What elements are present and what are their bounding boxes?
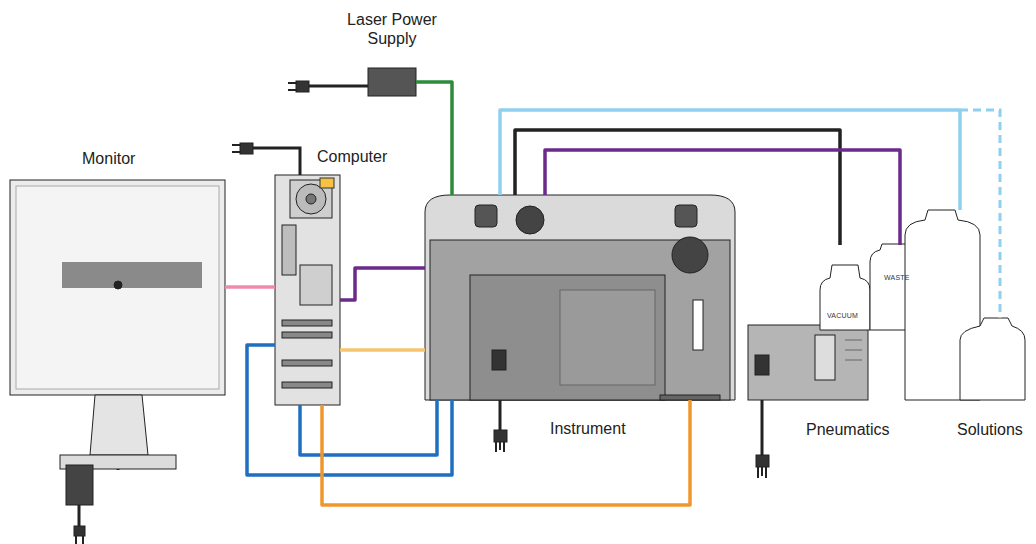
dashed-tube [960, 110, 1000, 318]
bottle-label: WASTE [884, 274, 910, 281]
monitor-box: Monitor [10, 180, 225, 395]
pneumatics-drawing [748, 244, 930, 400]
device-label: Computer [317, 147, 387, 166]
bottle-label: VACUUM [827, 312, 858, 319]
cable [515, 130, 840, 245]
cable [340, 268, 425, 300]
device-label: Laser Power Supply [342, 10, 442, 48]
cable [416, 82, 452, 195]
cable [322, 400, 690, 505]
device-label: Instrument [550, 419, 626, 438]
device-label: Solutions [957, 420, 1023, 439]
laser-supply-drawing [368, 68, 416, 96]
instrument-drawing [425, 195, 735, 400]
solutions-drawing [905, 210, 1025, 400]
cable [225, 285, 275, 289]
device-label: Monitor [82, 149, 135, 168]
monitor-drawing [10, 180, 225, 505]
computer-drawing [275, 175, 340, 405]
power-supply-box: Laser Power Supply [368, 68, 416, 96]
solutions-box: Solutions [905, 210, 1030, 400]
device-label: Pneumatics [806, 420, 890, 439]
cable [247, 345, 452, 475]
instrument-box: Instrument [425, 195, 735, 400]
cable [340, 348, 425, 352]
devices [10, 68, 1025, 544]
computer-box: Computer [275, 175, 340, 405]
cable [545, 150, 900, 245]
pneumatics-box: Pneumatics [748, 245, 905, 400]
cable [500, 110, 960, 210]
